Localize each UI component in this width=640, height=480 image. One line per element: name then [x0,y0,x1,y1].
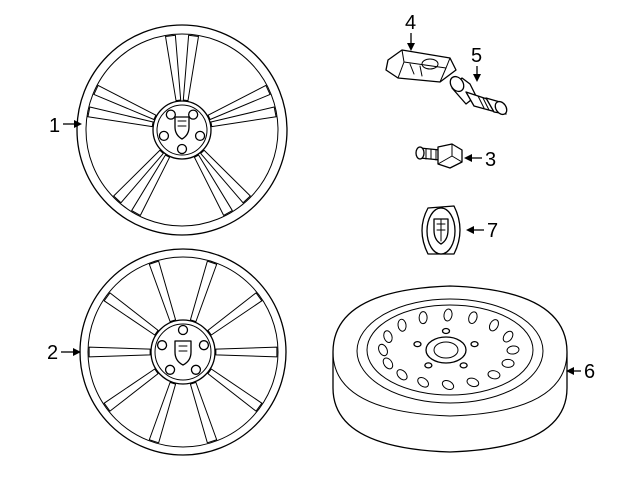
callout-2: 2 [47,342,81,364]
callout-label-1: 1 [49,115,60,137]
spoke [215,346,278,358]
callout-label-5: 5 [471,45,482,67]
lug-hole [413,340,422,348]
vent-hole [502,330,514,343]
lug-hole [158,130,170,142]
vent-hole [506,345,520,355]
lug-hole [188,109,199,120]
vent-hole [397,318,407,332]
wheel-1-five-spoke [76,24,288,236]
vent-hole [466,377,480,388]
lug-hole [198,340,210,351]
vent-hole [417,377,429,388]
arrow-icon [74,120,82,128]
lug-hole [190,364,202,375]
lug-hole [194,130,206,142]
spoke [207,292,263,336]
arrow-icon [473,74,481,82]
lug-hole [441,327,451,335]
arrow-icon [407,43,415,51]
callout-4: 4 [405,12,416,51]
callout-label-3: 3 [485,149,496,171]
spoke [148,260,177,323]
callout-label-4: 4 [405,12,416,34]
vent-hole [396,369,408,381]
arrow-icon [73,348,81,356]
spoke [200,149,251,204]
lug-hole [459,362,468,369]
spoke [93,84,157,120]
lug-hole [164,364,176,375]
wheel-2-ten-spoke [79,248,287,456]
lug-hole [424,362,433,369]
spoke [189,260,218,323]
tpms-sensor [385,49,457,83]
vent-hole [488,319,499,332]
spoke [103,292,159,336]
vent-hole [468,311,478,324]
spoke [131,154,171,216]
lug-hole [470,340,479,348]
spoke [87,106,154,128]
lug-hole [177,324,189,336]
vent-hole [501,358,515,368]
lug-hole [156,340,168,351]
vent-hole [443,308,453,322]
lug-hole [176,143,188,155]
callout-label-2: 2 [47,342,58,364]
callout-label-7: 7 [487,220,498,242]
arrow-icon [466,226,474,234]
spoke [148,381,177,444]
lug-hole [165,109,176,120]
vent-hole [383,330,393,343]
callout-6: 6 [566,361,595,383]
spoke [193,154,233,216]
center-cap [421,205,461,255]
vent-hole [418,311,428,325]
spare-wheel [332,285,568,453]
spoke [113,149,164,204]
callout-5: 5 [471,45,482,82]
spoke [165,34,182,102]
valve-stem [449,75,508,116]
vent-hole [441,379,455,391]
spoke [103,368,159,412]
arrow-icon [566,367,574,375]
callout-3: 3 [464,149,496,171]
callout-label-6: 6 [584,361,595,383]
spoke [210,106,277,128]
lug-bolt [415,143,463,169]
callout-7: 7 [466,220,498,242]
spoke [88,346,151,358]
spoke [182,34,199,102]
spoke [189,381,218,444]
vent-hole [487,370,501,380]
spoke [207,368,263,412]
spoke [207,84,271,120]
arrow-icon [464,154,472,162]
callout-1: 1 [49,115,82,137]
vent-hole [378,343,388,357]
vent-hole [382,357,394,370]
